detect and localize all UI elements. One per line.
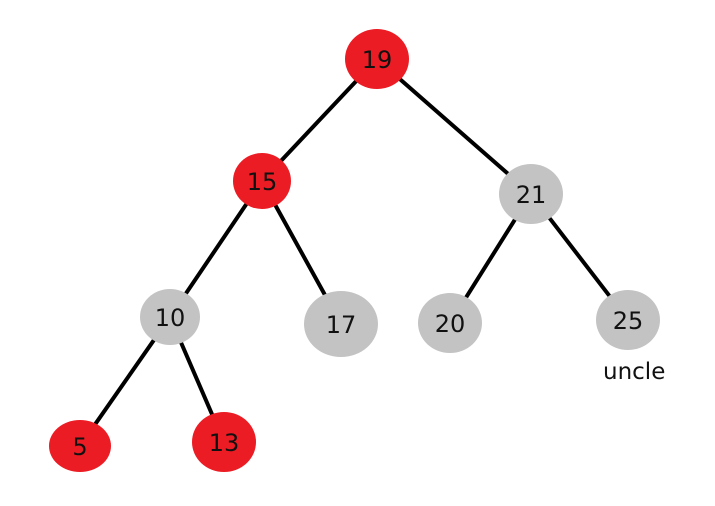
edge-10-5	[91, 336, 158, 429]
node-13: 13	[192, 412, 256, 472]
node-label-5: 5	[72, 433, 87, 461]
edge-21-25	[546, 214, 613, 300]
node-label-20: 20	[435, 310, 466, 338]
node-label-15: 15	[247, 168, 278, 196]
edge-19-15	[277, 77, 360, 165]
node-19: 19	[345, 29, 409, 89]
edge-19-21	[396, 75, 512, 178]
edge-15-10	[182, 200, 250, 298]
node-circle-17	[304, 291, 378, 357]
node-label-17: 17	[326, 311, 357, 339]
node-15: 15	[233, 153, 291, 209]
node-label-21: 21	[516, 181, 547, 209]
edge-10-13	[178, 338, 215, 419]
edge-15-17	[272, 201, 329, 299]
tree-nodes: 19 15 21 10 17 20 25 5 13	[49, 29, 660, 472]
node-17: 17	[304, 291, 378, 357]
node-label-13: 13	[209, 429, 240, 457]
node-label-25: 25	[613, 307, 644, 335]
node-circle-5	[49, 420, 111, 472]
node-circle-25	[596, 290, 660, 350]
node-circle-15	[233, 153, 291, 209]
node-10: 10	[140, 289, 200, 345]
node-circle-21	[499, 164, 563, 224]
node-circle-20	[418, 293, 482, 353]
node-label-19: 19	[362, 46, 393, 74]
node-5: 5	[49, 420, 111, 472]
node-25: 25	[596, 290, 660, 350]
node-label-10: 10	[155, 304, 186, 332]
node-circle-19	[345, 29, 409, 89]
node-circle-13	[192, 412, 256, 472]
edge-21-20	[462, 215, 519, 302]
node-21: 21	[499, 164, 563, 224]
node-circle-10	[140, 289, 200, 345]
uncle-annotation: uncle	[603, 359, 665, 385]
node-20: 20	[418, 293, 482, 353]
tree-edges	[91, 75, 613, 429]
